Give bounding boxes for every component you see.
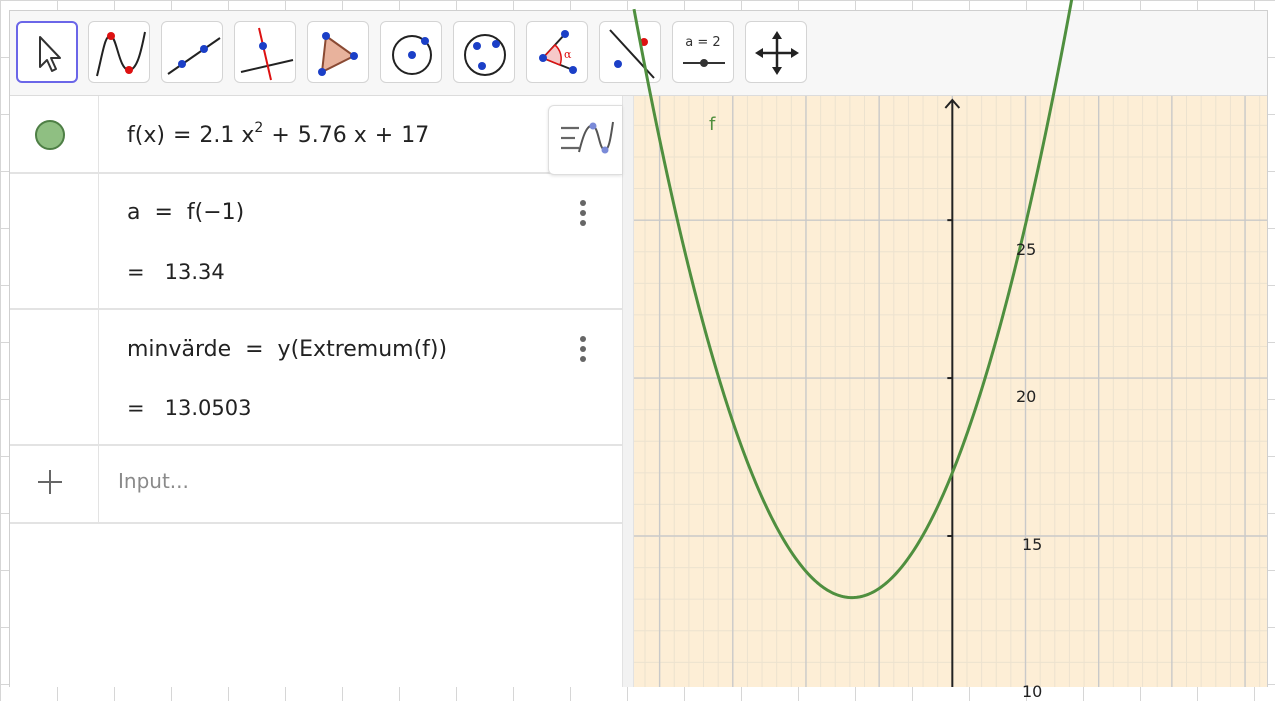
item-a-result: = 13.34 — [127, 260, 225, 284]
move-graphics-tool-button[interactable] — [745, 21, 807, 83]
algebra-item-minvarde[interactable]: minvärde = y(Extremum(f)) = 13.0503 — [10, 310, 622, 446]
angle-tool-button[interactable]: α — [526, 21, 588, 83]
reflect-tool-button[interactable] — [599, 21, 661, 83]
circle-three-points-icon — [464, 34, 506, 76]
graphics-view[interactable]: f 25 20 15 10 — [632, 0, 1267, 701]
line-through-points-icon — [167, 37, 221, 75]
y-axis-arrow — [944, 98, 961, 109]
more-options-icon[interactable] — [576, 336, 590, 366]
slider-tool-button[interactable]: a = 2 — [672, 21, 734, 83]
plus-icon[interactable] — [38, 470, 62, 494]
coefficient-b: 5.76 — [297, 123, 347, 148]
perpendicular-line-icon — [240, 27, 294, 81]
move-graphics-view-icon — [755, 31, 799, 75]
algebra-style-bar-button[interactable] — [548, 105, 622, 175]
perpendicular-tool-button[interactable] — [234, 21, 296, 83]
move-arrow-icon — [39, 36, 61, 72]
graphics-canvas[interactable] — [632, 0, 1267, 687]
svg-text:α: α — [564, 48, 572, 61]
y-tick-label: 25 — [1016, 240, 1037, 259]
equals-sign: = — [172, 123, 192, 148]
marble-column — [10, 174, 99, 308]
constant-term: 17 — [401, 123, 430, 148]
major-grid — [634, 96, 1267, 687]
marble-column — [10, 446, 99, 522]
algebra-input-field[interactable]: Input... — [118, 469, 189, 493]
variable-x: x — [241, 123, 255, 148]
marble-column — [10, 96, 99, 172]
visibility-toggle-icon[interactable] — [35, 120, 65, 150]
reflect-about-line-icon — [609, 29, 655, 79]
marble-column — [10, 310, 99, 444]
move-tool-button[interactable] — [16, 21, 78, 83]
y-tick-label: 15 — [1022, 535, 1043, 554]
polygon-icon — [318, 32, 358, 76]
function-f-label[interactable]: f — [709, 114, 716, 135]
y-tick-label: 10 — [1022, 682, 1043, 701]
toolbar: α a = 2 — [10, 11, 1267, 96]
algebra-item-a[interactable]: a = f(−1) = 13.34 — [10, 174, 622, 310]
plus-sign: + — [374, 123, 394, 148]
item-minvarde-result: = 13.0503 — [127, 396, 252, 420]
exponent: 2 — [254, 120, 264, 136]
y-tick-label: 20 — [1016, 387, 1037, 406]
slider-tool-label: a = 2 — [685, 35, 721, 50]
function-f-curve[interactable] — [632, 0, 1267, 600]
line-tool-button[interactable] — [161, 21, 223, 83]
function-lhs: f(x) — [127, 123, 165, 148]
function-tool-button[interactable] — [88, 21, 150, 83]
polygon-tool-button[interactable] — [307, 21, 369, 83]
circle-center-tool-button[interactable] — [380, 21, 442, 83]
angle-icon: α — [539, 30, 577, 74]
function-graph-icon — [96, 31, 146, 77]
axes — [944, 98, 961, 687]
variable-x: x — [353, 123, 367, 148]
slider-icon — [683, 59, 725, 67]
item-a-definition[interactable]: a = f(−1) — [127, 200, 245, 225]
algebra-input-row[interactable]: Input... — [10, 446, 622, 524]
circle-center-point-icon — [392, 35, 432, 75]
more-options-icon[interactable] — [576, 200, 590, 230]
item-minvarde-definition[interactable]: minvärde = y(Extremum(f)) — [127, 337, 448, 362]
algebra-graph-toggle-icon — [561, 121, 614, 154]
plus-sign: + — [271, 123, 290, 148]
panel-divider[interactable] — [622, 96, 634, 687]
circle-three-points-tool-button[interactable] — [453, 21, 515, 83]
coefficient-a: 2.1 — [199, 123, 235, 148]
minor-grid — [634, 96, 1267, 687]
geogebra-window: α a = 2 — [9, 0, 1268, 701]
